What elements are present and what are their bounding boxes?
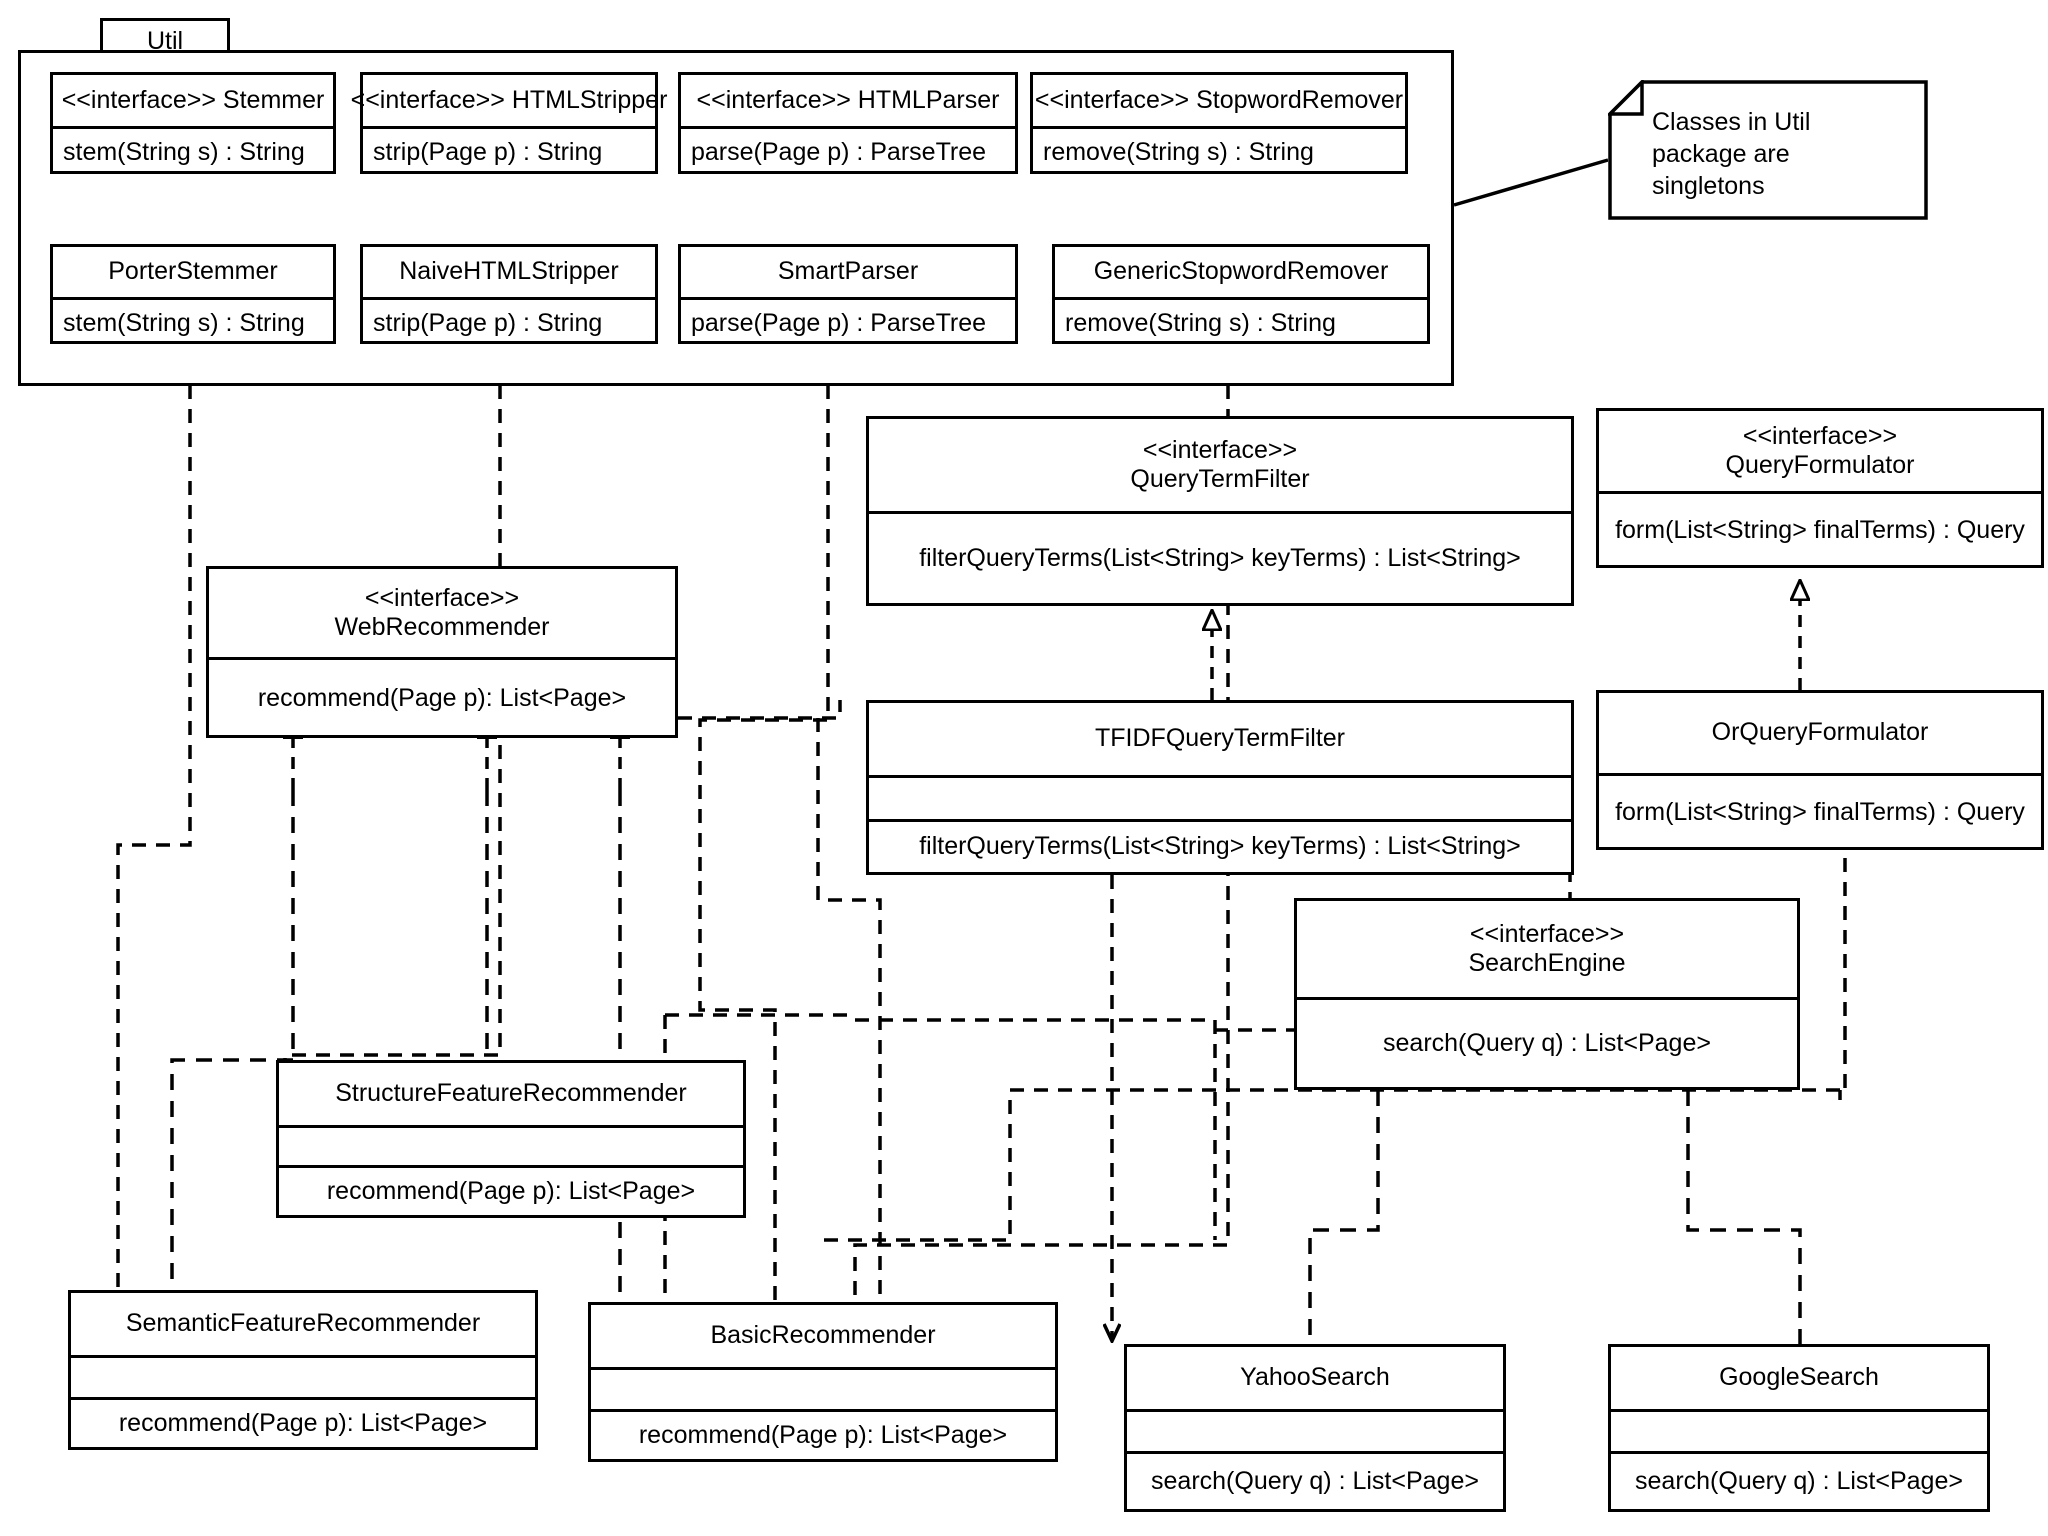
class-structurefeaturerecommender-name: StructureFeatureRecommender <box>335 1079 687 1108</box>
class-querytermfilter-ops: filterQueryTerms(List<String> keyTerms) … <box>869 511 1571 603</box>
class-queryformulator-title: QueryFormulator <box>1725 451 1915 479</box>
class-orqueryformulator[interactable]: OrQueryFormulator form(List<String> fina… <box>1596 690 2044 850</box>
class-yahoosearch[interactable]: YahooSearch search(Query q) : List<Page> <box>1124 1344 1506 1512</box>
class-tfidfquerytermfilter-ops: filterQueryTerms(List<String> keyTerms) … <box>869 819 1571 872</box>
class-semanticfeaturerecommender-ops: recommend(Page p): List<Page> <box>71 1397 535 1447</box>
class-stemmer[interactable]: <<interface>> Stemmer stem(String s) : S… <box>50 72 336 174</box>
class-googlesearch[interactable]: GoogleSearch search(Query q) : List<Page… <box>1608 1344 1990 1512</box>
class-searchengine-ops: search(Query q) : List<Page> <box>1297 997 1797 1087</box>
class-genericstopwordremover[interactable]: GenericStopwordRemover remove(String s) … <box>1052 244 1430 344</box>
note-text: Classes in Util package are singletons <box>1652 108 1811 200</box>
class-queryformulator-ops: form(List<String> finalTerms) : Query <box>1599 491 2041 567</box>
class-stopwordremover-name: <<interface>> StopwordRemover <box>1034 85 1404 114</box>
class-porterstemmer-ops: stem(String s) : String <box>53 297 333 347</box>
class-porterstemmer-name: PorterStemmer <box>108 257 278 286</box>
class-basicrecommender[interactable]: BasicRecommender recommend(Page p): List… <box>588 1302 1058 1462</box>
class-googlesearch-attrs <box>1611 1409 1987 1451</box>
class-smartparser-ops: parse(Page p) : ParseTree <box>681 297 1015 347</box>
class-stemmer-ops: stem(String s) : String <box>53 126 333 177</box>
class-queryformulator[interactable]: <<interface>> QueryFormulator form(List<… <box>1596 408 2044 568</box>
class-webrecommender-title: WebRecommender <box>334 613 550 641</box>
class-webrecommender-stereotype: <<interface>> <box>364 583 520 612</box>
class-smartparser[interactable]: SmartParser parse(Page p) : ParseTree <box>678 244 1018 344</box>
class-basicrecommender-name: BasicRecommender <box>710 1321 936 1350</box>
class-semanticfeaturerecommender-name: SemanticFeatureRecommender <box>125 1309 481 1338</box>
class-searchengine-title: SearchEngine <box>1468 949 1626 977</box>
class-basicrecommender-ops: recommend(Page p): List<Page> <box>591 1409 1055 1459</box>
singleton-note: Classes in Util package are singletons <box>1608 80 1928 220</box>
note-shape-icon <box>1608 80 1928 220</box>
class-yahoosearch-ops: search(Query q) : List<Page> <box>1127 1451 1503 1509</box>
class-searchengine-stereotype: <<interface>> <box>1469 919 1625 948</box>
class-htmlstripper-ops: strip(Page p) : String <box>363 126 655 177</box>
class-htmlstripper[interactable]: <<interface>> HTMLStripper strip(Page p)… <box>350 72 668 177</box>
class-naivehtmlstripper[interactable]: NaiveHTMLStripper strip(Page p) : String <box>360 244 658 344</box>
class-basicrecommender-attrs <box>591 1367 1055 1409</box>
class-yahoosearch-name: YahooSearch <box>1240 1363 1390 1392</box>
class-stopwordremover-ops: remove(String s) : String <box>1033 126 1405 177</box>
class-naivehtmlstripper-name: NaiveHTMLStripper <box>399 257 619 286</box>
class-stopwordremover[interactable]: <<interface>> StopwordRemover remove(Str… <box>1030 72 1408 174</box>
class-structurefeaturerecommender-attrs <box>279 1125 743 1165</box>
class-naivehtmlstripper-ops: strip(Page p) : String <box>363 297 655 347</box>
class-htmlparser[interactable]: <<interface>> HTMLParser parse(Page p) :… <box>678 72 1018 174</box>
class-googlesearch-name: GoogleSearch <box>1719 1363 1879 1392</box>
class-yahoosearch-attrs <box>1127 1409 1503 1451</box>
class-webrecommender-ops: recommend(Page p): List<Page> <box>209 657 675 737</box>
class-googlesearch-ops: search(Query q) : List<Page> <box>1611 1451 1987 1509</box>
class-webrecommender[interactable]: <<interface>> WebRecommender recommend(P… <box>206 566 678 738</box>
class-genericstopwordremover-name: GenericStopwordRemover <box>1093 257 1389 286</box>
class-tfidfquerytermfilter-name: TFIDFQueryTermFilter <box>1095 724 1345 753</box>
class-semanticfeaturerecommender[interactable]: SemanticFeatureRecommender recommend(Pag… <box>68 1290 538 1450</box>
class-htmlparser-name: <<interface>> HTMLParser <box>696 85 1000 114</box>
class-htmlstripper-name: <<interface>> HTMLStripper <box>350 85 668 114</box>
class-structurefeaturerecommender[interactable]: StructureFeatureRecommender recommend(Pa… <box>276 1060 746 1218</box>
class-querytermfilter-stereotype: <<interface>> <box>1142 435 1298 464</box>
class-tfidfquerytermfilter-attrs <box>869 775 1571 819</box>
class-htmlparser-ops: parse(Page p) : ParseTree <box>681 126 1015 177</box>
class-querytermfilter-name: <<interface>> QueryTermFilter <box>869 419 1571 511</box>
class-smartparser-name: SmartParser <box>777 257 919 286</box>
class-orqueryformulator-name: OrQueryFormulator <box>1711 718 1929 747</box>
class-semanticfeaturerecommender-attrs <box>71 1355 535 1397</box>
class-structurefeaturerecommender-ops: recommend(Page p): List<Page> <box>279 1165 743 1215</box>
class-tfidfquerytermfilter[interactable]: TFIDFQueryTermFilter filterQueryTerms(Li… <box>866 700 1574 875</box>
class-porterstemmer[interactable]: PorterStemmer stem(String s) : String <box>50 244 336 344</box>
class-webrecommender-name: <<interface>> WebRecommender <box>209 569 675 657</box>
class-genericstopwordremover-ops: remove(String s) : String <box>1055 297 1427 347</box>
class-orqueryformulator-ops: form(List<String> finalTerms) : Query <box>1599 773 2041 849</box>
class-stemmer-name: <<interface>> Stemmer <box>61 85 325 114</box>
class-querytermfilter-title: QueryTermFilter <box>1130 465 1310 493</box>
class-querytermfilter[interactable]: <<interface>> QueryTermFilter filterQuer… <box>866 416 1574 606</box>
class-queryformulator-name: <<interface>> QueryFormulator <box>1599 411 2041 491</box>
class-searchengine[interactable]: <<interface>> SearchEngine search(Query … <box>1294 898 1800 1090</box>
class-searchengine-name: <<interface>> SearchEngine <box>1297 901 1797 997</box>
class-queryformulator-stereotype: <<interface>> <box>1742 421 1898 450</box>
